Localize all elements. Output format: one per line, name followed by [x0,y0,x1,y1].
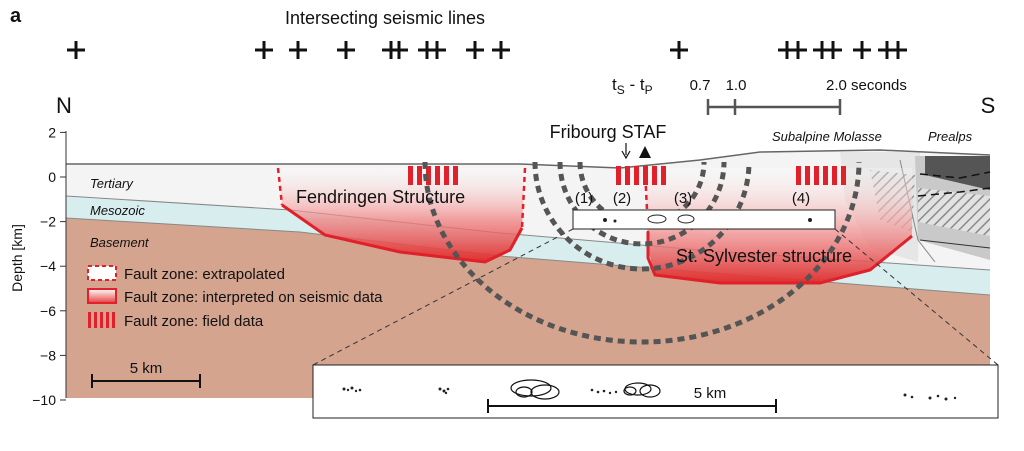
main-scalebar-label: 5 km [130,360,163,377]
mesozoic-label: Mesozoic [90,203,145,218]
inset-box [572,209,836,230]
inset-box-hypocenters [603,214,812,224]
depth-tick-label: −10 [32,392,56,408]
station-label: Fribourg STAF [550,122,667,142]
field-data-bar [832,166,837,185]
fendringen-fault-zone [278,168,525,262]
depth-tick-label: 2 [48,124,56,140]
field-data-bar [435,166,440,185]
field-data-bar [652,166,657,185]
field-data-bar [616,166,621,185]
field-data-bar [796,166,801,185]
south-label: S [981,93,996,118]
zoom-inset [312,364,999,419]
depth-tick-label: −2 [40,214,56,230]
prealps-hatched-unit [918,188,990,236]
depth-tick-label: 0 [48,169,56,185]
basement-unit [66,218,990,398]
field-data-bar [625,166,630,185]
seismic-line-marker [289,41,307,59]
fendringen-extrapolated-left [276,167,284,206]
seismic-lines-title: Intersecting seismic lines [285,8,485,28]
field-data-bar [661,166,666,185]
inset-scalebar [487,399,777,413]
prealps-label: Prealps [928,129,973,144]
main-scalebar [91,374,201,388]
legend-swatch-field [88,312,115,328]
depth-tick-label: −6 [40,303,56,319]
fault-number-4: (4) [792,190,810,207]
timescale-bar [706,99,842,115]
zoom-inset-event-dots [342,386,957,401]
depth-axis-label: Depth [km] [9,224,25,292]
field-data-bar [643,166,648,185]
seismic-line-marker [789,41,807,59]
seismic-line-marker [255,41,273,59]
seismic-line-marker [889,41,907,59]
legend-label-extrapolated: Fault zone: extrapolated [124,266,285,283]
seismic-line-marker [492,41,510,59]
field-data-bar [823,166,828,185]
timescale-tick-10: 1.0 [726,77,747,94]
fendringen-interpreted-fault [281,203,524,264]
panel-label: a [10,5,22,27]
fendringen-extrapolated-right [520,167,527,229]
seismic-line-markers [67,41,907,59]
legend-label-interpreted: Fault zone: interpreted on seismic data [124,289,383,306]
seismic-line-marker [428,41,446,59]
field-data-bar [408,166,413,185]
depth-tick-label: −4 [40,258,56,274]
timescale-tick-07: 0.7 [690,77,711,94]
inset-scalebar-label: 5 km [694,385,727,402]
st-sylvester-interpreted-fault [646,232,913,285]
legend-swatch-interpreted [87,288,117,304]
st-sylvester-label: St. Sylvester structure [676,246,852,266]
field-data-bar [805,166,810,185]
zoom-inset-hypocenters [510,379,661,400]
depth-tick-label: −8 [40,347,56,363]
fendringen-label: Fendringen Structure [296,187,465,207]
legend-swatch-extrapolated [87,265,117,281]
timescale-tick-20: 2.0 seconds [826,77,907,94]
field-data-bar [841,166,846,185]
station-triangle-icon [639,146,651,158]
seismic-line-marker [466,41,484,59]
north-label: N [56,93,72,118]
seismic-line-marker [390,41,408,59]
ts-tp-label: tS - tP [612,75,653,97]
seismic-line-marker [824,41,842,59]
seismic-line-marker [670,41,688,59]
field-data-bar [453,166,458,185]
fault-number-2: (2) [613,190,631,207]
legend-label-field: Fault zone: field data [124,313,264,330]
legend: Fault zone: extrapolated Fault zone: int… [87,265,383,330]
field-data-bar [814,166,819,185]
fault-number-1: (1) [575,190,593,207]
field-data-bar [444,166,449,185]
basement-label: Basement [90,235,150,250]
field-data-bar [426,166,431,185]
field-data-bars [408,166,846,185]
field-data-bar [634,166,639,185]
seismic-line-marker [67,41,85,59]
field-data-bar [417,166,422,185]
prealps-dark-unit [925,156,990,190]
depth-axis: 2 0 −2 −4 −6 −8 −10 Depth [km] [9,124,67,408]
seismic-line-marker [853,41,871,59]
fault-number-3: (3) [674,190,692,207]
tertiary-label: Tertiary [90,176,134,191]
seismic-line-marker [337,41,355,59]
subalpine-molasse-label: Subalpine Molasse [772,129,882,144]
